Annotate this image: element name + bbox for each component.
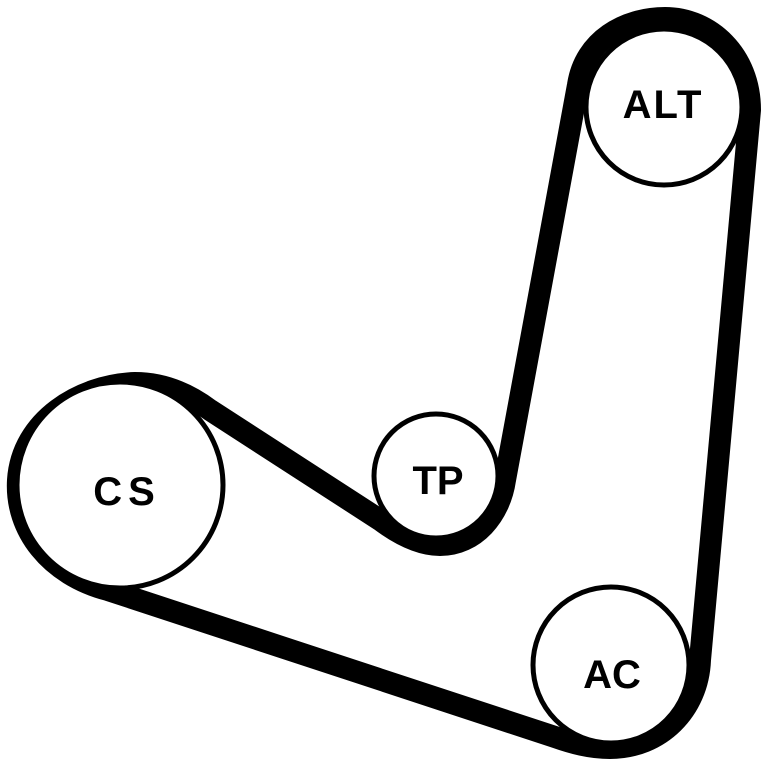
pulley-alt: ALT [583,26,745,188]
pulley-alt-label: ALT [623,83,704,127]
pulley-tp-label: TP [412,459,463,503]
pulley-ac-label: AC [583,653,641,697]
pulley-alt-circle [583,26,745,188]
pulley-ac: AC [530,584,692,746]
pulley-cs: CS [14,379,226,591]
pulley-tp-circle [371,411,501,541]
pulley-cs-circle [14,379,226,591]
pulley-ac-circle [530,584,692,746]
pulley-cs-label: CS [93,470,161,514]
pulley-tp: TP [371,411,501,541]
